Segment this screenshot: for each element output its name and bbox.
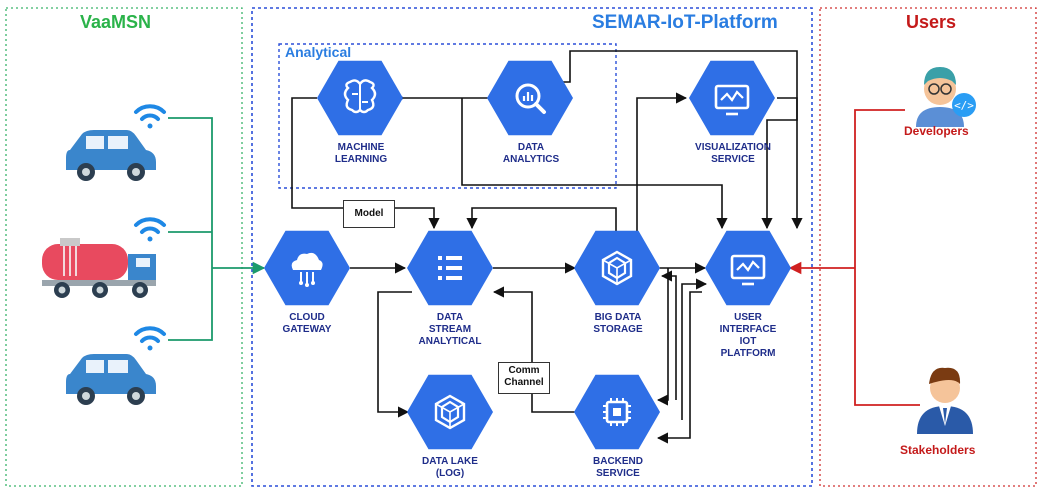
analytical-title: Analytical xyxy=(285,44,352,60)
car-top xyxy=(66,130,156,181)
edge-ml-model-dsa xyxy=(291,97,440,230)
developers-label: Developers xyxy=(904,124,969,138)
hexagon-layers-icon xyxy=(434,394,466,430)
stakeholders-label: Stakeholders xyxy=(900,443,976,457)
model-label: Model xyxy=(343,200,395,228)
monitor-chart-icon xyxy=(730,254,766,286)
device-links xyxy=(168,117,266,341)
label-data-analytics: DATA ANALYTICS xyxy=(502,142,560,165)
hexagon-shape xyxy=(487,60,573,136)
service-hexagons xyxy=(264,60,791,450)
hexagon-dl xyxy=(407,374,493,450)
label-big-data-storage: BIG DATA STORAGE xyxy=(593,312,643,335)
vaamsn-frame xyxy=(5,7,243,487)
cloud-network-icon xyxy=(291,252,323,287)
link-car-bottom xyxy=(168,268,213,341)
label-visualization-service: VISUALIZATION SERVICE xyxy=(695,142,771,165)
users-frame xyxy=(819,7,1037,487)
magnifier-chart-icon xyxy=(515,83,546,114)
hexagon-layers-icon xyxy=(601,250,633,286)
label-backend-service: BACKEND SERVICE xyxy=(593,456,643,479)
hexagon-dsa xyxy=(407,230,493,306)
vaamsn-title: VaaMSN xyxy=(80,12,152,32)
label-data-stream-analytical: DATA STREAM ANALYTICAL xyxy=(418,312,482,347)
edge-bs-bds xyxy=(660,270,677,400)
edge-bs-dsa xyxy=(492,286,575,413)
platform-frame xyxy=(251,7,813,487)
comm-channel-label: Comm Channel xyxy=(498,362,550,394)
label-machine-learning: MACHINE LEARNING xyxy=(334,142,388,165)
hexagon-ml xyxy=(317,60,403,136)
edge-bds-bs xyxy=(656,268,669,406)
hexagon-cg xyxy=(264,230,350,306)
hexagon-bds xyxy=(574,230,660,306)
link-stakeholders xyxy=(854,268,920,406)
brain-icon xyxy=(343,79,377,114)
hexagon-vs xyxy=(689,60,775,136)
edge-dsa-dl xyxy=(377,291,412,418)
list-icon xyxy=(438,256,462,280)
edge-bds-dsa xyxy=(466,207,617,232)
section-frames xyxy=(5,7,1037,487)
label-data-lake: DATA LAKE (LOG) xyxy=(422,456,478,479)
wifi-icon xyxy=(134,217,166,242)
wifi-icon xyxy=(134,104,166,129)
analytical-frame xyxy=(278,43,617,189)
platform-title: SEMAR-IoT-Platform xyxy=(592,12,778,33)
link-developers xyxy=(854,109,905,268)
connectors xyxy=(291,50,803,444)
user-links xyxy=(788,109,920,406)
monitor-chart-icon xyxy=(714,84,750,116)
edge-bds-vs xyxy=(636,92,688,232)
label-user-interface: USER INTERFACE IOT PLATFORM xyxy=(719,312,777,359)
wifi-icon xyxy=(134,326,166,351)
hexagon-ui xyxy=(705,230,791,306)
car-bottom xyxy=(66,354,156,405)
tanker-truck xyxy=(42,238,156,298)
developer-avatar: </> xyxy=(916,67,976,127)
svg-text:</>: </> xyxy=(954,99,974,112)
edge-vs-ui xyxy=(761,97,798,230)
users-title: Users xyxy=(906,12,957,32)
link-car-top xyxy=(168,117,213,268)
edge-bs-ui xyxy=(681,278,708,420)
stakeholder-avatar xyxy=(917,367,973,434)
hexagon-bs xyxy=(574,374,660,450)
edge-ui-bs xyxy=(656,291,702,444)
hexagon-da xyxy=(487,60,573,136)
label-cloud-gateway: CLOUD GATEWAY xyxy=(282,312,332,335)
edge-analytics-ui xyxy=(461,98,728,230)
chip-icon xyxy=(603,398,631,426)
